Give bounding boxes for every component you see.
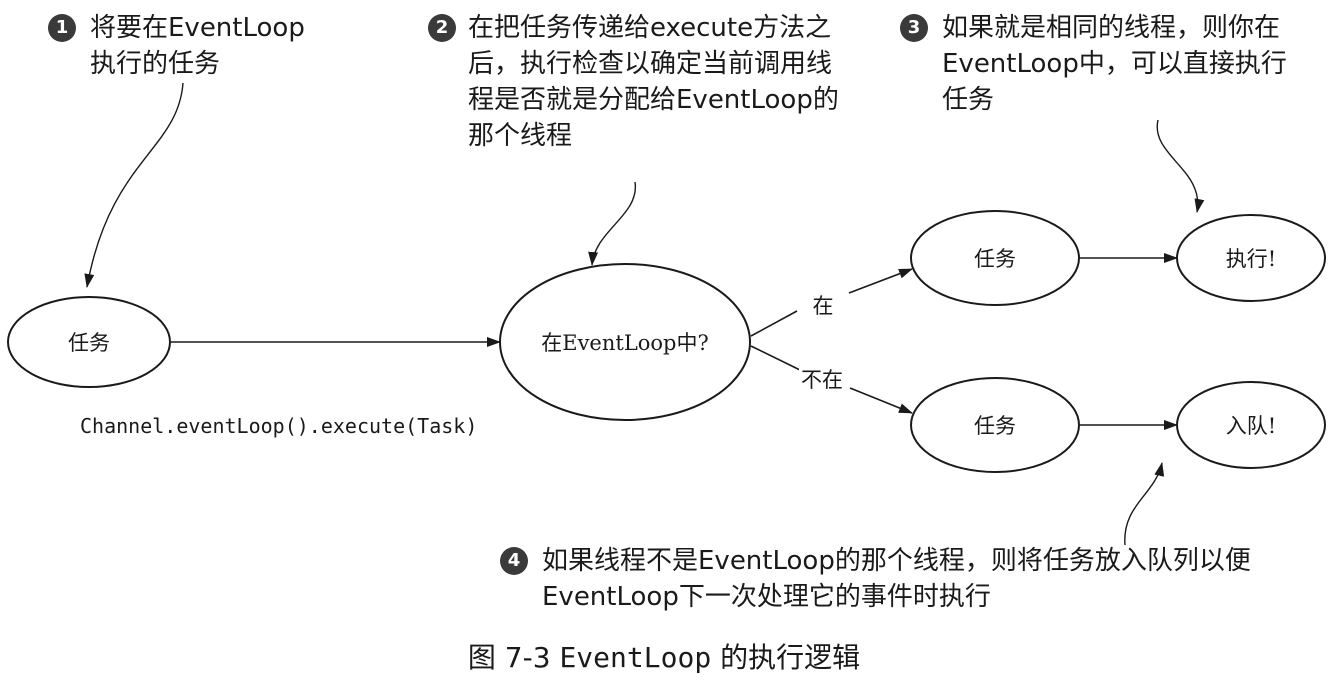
annotation-4-line: EventLoop下一次处理它的事件时执行: [542, 582, 991, 612]
annotation-1-line: 执行的任务: [90, 49, 221, 79]
node-task-not-in-label: 任务: [974, 414, 1016, 438]
annotation-2-line: 那个线程: [468, 121, 573, 151]
annotation-4: 如果线程不是EventLoop的那个线程，则将任务放入队列以便 EventLoo…: [542, 543, 1251, 615]
callout-pointer-1: [84, 82, 184, 288]
annotation-2-line: 后，执行检查以确定当前调用线: [468, 49, 833, 79]
annotation-4-line: 如果线程不是EventLoop的那个线程，则将任务放入队列以便: [542, 546, 1251, 576]
callout-pointer-3: [1156, 119, 1205, 213]
caption-prefix: 图 7-3: [467, 641, 551, 674]
annotation-3-line: 任务: [942, 85, 995, 115]
annotation-2-line: 在把任务传递给execute方法之: [468, 13, 832, 43]
caption-mono: EventLoop: [559, 641, 712, 674]
node-task-start-label: 任务: [68, 331, 110, 355]
node-task-in-label: 任务: [974, 247, 1016, 271]
annotation-1-badge: 1: [48, 14, 76, 42]
node-decision-label: 在EventLoop中?: [541, 331, 709, 355]
annotation-2: 在把任务传递给execute方法之 后，执行检查以确定当前调用线 程是否就是分配…: [468, 10, 839, 154]
annotation-2-line: 程是否就是分配给EventLoop的: [468, 85, 839, 115]
annotation-4-badge: 4: [500, 547, 528, 575]
node-execute-label: 执行!: [1225, 247, 1277, 271]
annotation-3-badge: 3: [900, 14, 928, 42]
caption-suffix: 的执行逻辑: [720, 641, 861, 674]
callout-pointer-2: [588, 181, 636, 266]
figure-caption: 图 7-3 EventLoop 的执行逻辑: [0, 636, 1328, 676]
edge-no-label: 不在: [799, 364, 845, 394]
node-enqueue-label: 入队!: [1225, 414, 1277, 438]
callout-pointer-4: [1124, 462, 1165, 546]
edge-decision-to-task-in: [750, 310, 798, 337]
edge-yes-to-task-in: [848, 268, 913, 294]
edge-yes-label: 在: [810, 290, 836, 320]
annotation-3-line: EventLoop中，可以直接执行: [942, 49, 1287, 79]
annotation-1-line: 将要在EventLoop: [90, 13, 305, 43]
edge-decision-to-task-not-in: [750, 345, 801, 371]
annotation-3: 如果就是相同的线程，则你在 EventLoop中，可以直接执行 任务: [942, 10, 1287, 118]
edge-no-to-task-not-in: [849, 387, 913, 414]
annotation-3-line: 如果就是相同的线程，则你在: [942, 13, 1281, 43]
code-call: Channel.eventLoop().execute(Task): [80, 414, 478, 438]
annotation-1: 将要在EventLoop 执行的任务: [90, 10, 305, 82]
annotation-2-badge: 2: [428, 14, 456, 42]
